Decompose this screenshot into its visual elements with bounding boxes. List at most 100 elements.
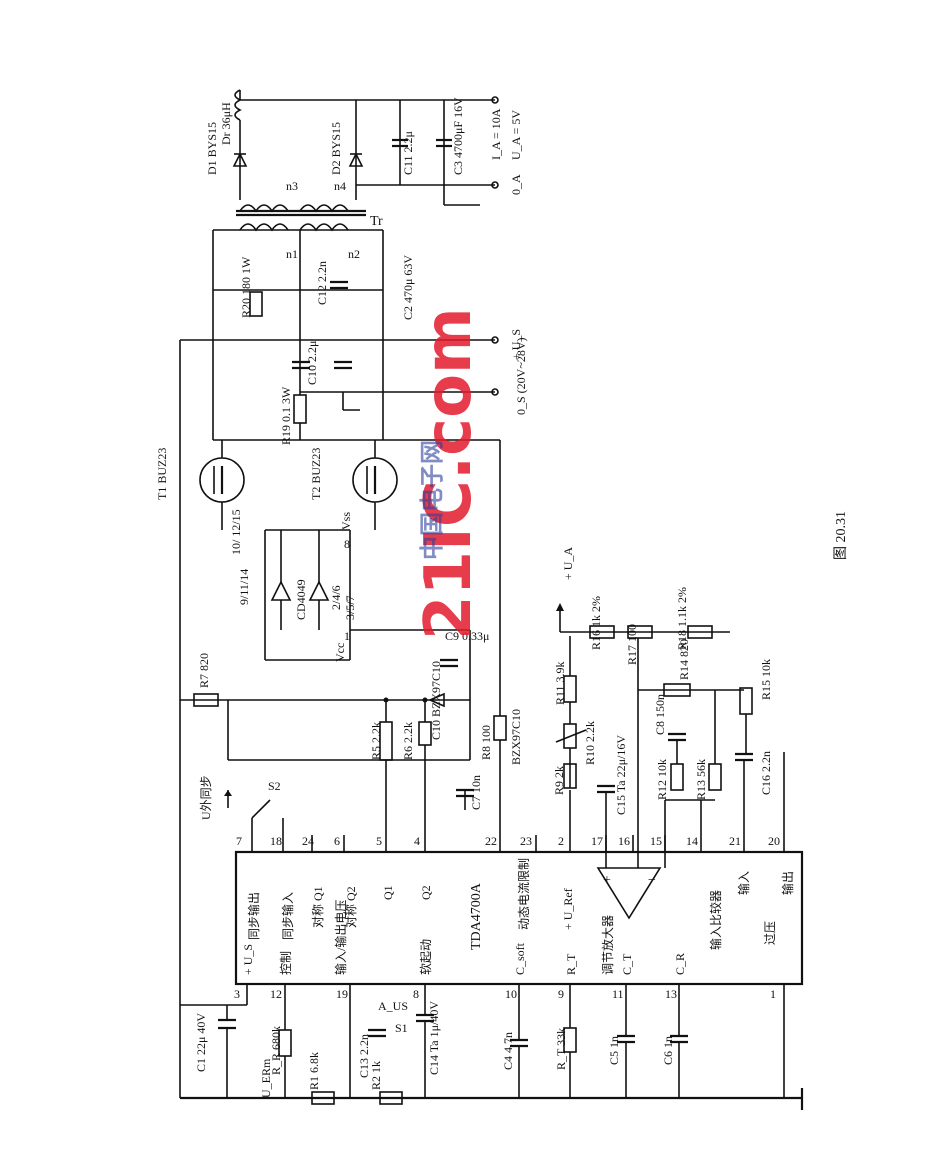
r13-resistor — [708, 763, 722, 791]
ic-label-input-comp: 输入比较器 — [708, 890, 723, 950]
pin-20: 20 — [768, 834, 780, 848]
zener-label: BZX97C10 — [509, 709, 523, 765]
r8-resistor — [493, 715, 507, 741]
dr-label: Dr 36μH — [219, 102, 233, 145]
figure-caption: 图 20.31 — [834, 511, 849, 560]
u-sync-label: U外同步 — [199, 775, 213, 820]
r19-label: R19 0.1 3W — [279, 386, 293, 445]
s1-label: S1 — [395, 1021, 408, 1035]
vcc-label: Vcc — [333, 643, 347, 662]
cd4049-buffer-1 — [270, 580, 292, 601]
watermark-21ic: 21IC.com — [412, 307, 486, 640]
c10-label: C10 BZX97C10 — [429, 661, 443, 740]
r2-resistor — [379, 1091, 403, 1105]
r20-resistor — [249, 291, 263, 317]
r18-label: R18 1.1k 2% — [675, 587, 689, 650]
ic-name: TDA4700A — [469, 882, 484, 950]
ic-label-cr: C_R — [673, 953, 687, 975]
t2-label: T2 BUZ23 — [309, 448, 323, 500]
pin-21: 21 — [729, 834, 741, 848]
pin-17: 17 — [591, 834, 603, 848]
d1-label: D1 BYS15 — [205, 122, 219, 175]
ic-label-q1: Q1 — [381, 885, 395, 900]
r8-label: R8 100 — [479, 725, 493, 760]
pin-5: 5 — [376, 834, 382, 848]
c13-label: C13 2.2n — [357, 1034, 371, 1078]
cd4049-pins2: 2/4/6 — [329, 585, 343, 610]
pin-11: 11 — [612, 987, 624, 1001]
c16-label: C16 2.2n — [759, 751, 773, 795]
c6-label: C6 1n — [661, 1036, 675, 1065]
d2-label: D2 BYS15 — [329, 122, 343, 175]
c4-label: C4 4.7n — [501, 1032, 515, 1070]
pin-6: 6 — [334, 834, 340, 848]
ua-ref-label: + U_A — [561, 547, 575, 580]
ic-label-rt: R_T — [564, 953, 578, 975]
r12-label: R12 10k — [655, 759, 669, 800]
pin-22: 22 — [485, 834, 497, 848]
d2-diode — [348, 152, 364, 167]
us-label: + U_S — [509, 329, 523, 360]
r7-resistor — [193, 693, 219, 707]
ic-label-sym-q1: 对称 Q1 — [311, 886, 325, 928]
r13-label: R13 56k — [694, 759, 708, 800]
ic-label-us: + U_S — [241, 944, 255, 975]
r17-label: R17 100 — [625, 624, 639, 665]
c10-top-label: C10 2.2μ — [305, 341, 319, 385]
c15-label: C15 Ta 22μ/16V — [614, 735, 628, 815]
s2-switch — [251, 799, 271, 819]
opamp-plus: + — [603, 873, 611, 888]
pin-19: 19 — [336, 987, 348, 1001]
r15-label: R15 10k — [759, 659, 773, 700]
ic-label-ct: C_T — [620, 953, 634, 975]
os-label: 0_S (20V~28V) — [514, 338, 528, 416]
vss-label: Vss — [339, 512, 353, 530]
tr-label: Tr — [370, 214, 383, 229]
cd4049-pin8: 8 — [344, 537, 350, 551]
pin-10: 10 — [505, 987, 517, 1001]
r17-resistor — [627, 625, 653, 639]
ic-label-csoft: C_soft — [513, 942, 527, 975]
tr-primary-n2 — [299, 223, 349, 232]
r18-resistor — [687, 625, 713, 639]
r15-resistor — [739, 687, 753, 715]
c5-label: C5 1n — [607, 1036, 621, 1065]
pin-13: 13 — [665, 987, 677, 1001]
d1-diode — [232, 152, 248, 167]
r14-resistor — [663, 683, 691, 697]
pin-4: 4 — [414, 834, 420, 848]
ic-label-io-volt: 输入/输出电压 — [333, 900, 348, 975]
pin-1: 1 — [770, 987, 776, 1001]
r7-label: R7 820 — [197, 653, 211, 688]
ic-label-overvolt: 过压 — [763, 921, 777, 945]
c14-label: C14 Ta 1μ/40V — [427, 1001, 441, 1075]
rr-label: R_R 680k — [269, 1026, 283, 1075]
cd4049-buffer-2 — [308, 580, 330, 601]
c2-label: C2 470μ 63V — [401, 255, 415, 320]
ic-top-pins — [251, 835, 785, 852]
pin-15: 15 — [650, 834, 662, 848]
pin-7: 7 — [236, 834, 242, 848]
r1-label: R1 6.8k — [307, 1052, 321, 1090]
cd4049-label: CD4049 — [294, 579, 308, 620]
ic-label-sync-in: 同步输入 — [280, 892, 295, 940]
n4-label: n4 — [334, 179, 346, 193]
n1-label: n1 — [286, 247, 298, 261]
n3-label: n3 — [286, 179, 298, 193]
r14-label: R14 820 — [677, 639, 691, 680]
pin-9: 9 — [558, 987, 564, 1001]
tr-secondary-n4 — [299, 204, 349, 213]
dr-inductor — [234, 89, 242, 121]
pin-18: 18 — [270, 834, 282, 848]
tr-secondary-n3 — [239, 204, 289, 213]
tr-primary-n1 — [239, 223, 289, 232]
r1-resistor — [311, 1091, 335, 1105]
t1-label: T1 BUZ23 — [155, 448, 169, 500]
r19-resistor — [293, 394, 307, 424]
ic-bottom-pins — [246, 984, 785, 1000]
r11-label: R11 3.9k — [553, 661, 567, 705]
s2-label: S2 — [268, 779, 281, 793]
r12-resistor — [670, 763, 684, 791]
uerm-label: U_ERm — [259, 1058, 273, 1098]
